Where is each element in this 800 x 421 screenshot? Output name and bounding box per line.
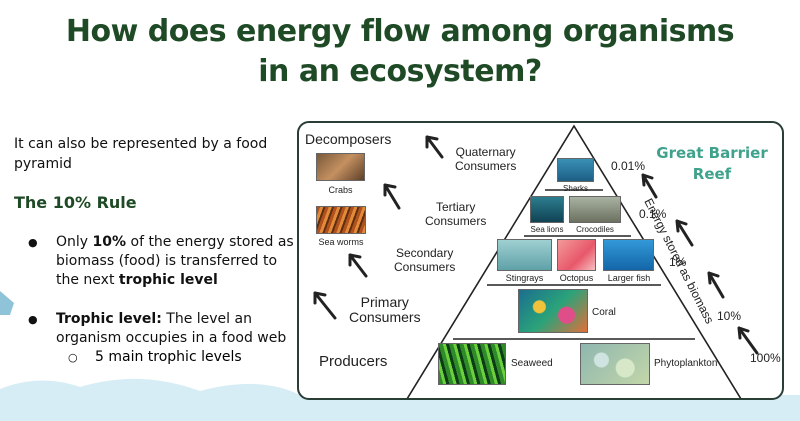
primary-consumers-label: Primary Consumers	[349, 294, 421, 325]
arrow-right-4	[641, 173, 658, 199]
crocodiles-caption: Crocodiles	[576, 225, 614, 234]
arrow-left-4	[425, 135, 444, 159]
sea-worms-caption: Sea worms	[318, 237, 364, 247]
arrow-right-2	[707, 271, 725, 299]
quaternary-consumers-label: Quaternary Consumers	[455, 145, 517, 173]
stingrays-caption: Stingrays	[505, 273, 544, 283]
sharks-photo	[557, 158, 594, 182]
arrow-left-2	[348, 253, 368, 278]
flow-arrows-left	[313, 135, 444, 320]
great-barrier-reef-label: Great Barrier Reef	[656, 144, 768, 183]
pct-tertiary: 0.1%	[639, 207, 667, 221]
pct-secondary: 1%	[669, 255, 687, 269]
arrow-left-3	[383, 183, 401, 210]
food-pyramid-panel: Decomposers Crabs Sea worms Quaternary C…	[297, 121, 784, 400]
sea-lions-photo	[530, 196, 564, 223]
sub-bullet-levels: 5 main trophic levels	[28, 348, 298, 367]
bullet-trophic-level: Trophic level: The level an organism occ…	[28, 310, 298, 348]
arrow-right-3	[675, 219, 694, 247]
octopus-caption: Octopus	[559, 273, 594, 283]
seaweed-caption: Seaweed	[511, 358, 553, 369]
page-title: How does energy flow among organisms in …	[0, 12, 800, 92]
rule-heading: The 10% Rule	[14, 193, 137, 212]
sharks-caption: Sharks	[563, 184, 588, 193]
intro-text: It can also be represented by a food pyr…	[14, 136, 268, 172]
title-line-1: How does energy flow among organisms	[65, 14, 735, 49]
sea-worms-photo	[316, 206, 366, 234]
arrow-left-1	[313, 291, 337, 320]
coral-caption: Coral	[592, 307, 616, 318]
bullet-ten-percent: Only 10% of the energy stored as biomass…	[28, 233, 298, 290]
flow-arrows-right	[641, 173, 759, 355]
coral-photo	[518, 289, 588, 333]
crabs-photo	[316, 153, 365, 181]
decomposers-label: Decomposers	[305, 131, 392, 147]
producers-label: Producers	[319, 353, 388, 370]
tertiary-consumers-label: Tertiary Consumers	[425, 200, 487, 228]
crocodiles-photo	[569, 196, 621, 223]
crabs-caption: Crabs	[328, 185, 353, 195]
pyramid-drawing	[313, 124, 759, 398]
title-line-2: in an ecosystem?	[258, 54, 542, 89]
larger-fish-caption: Larger fish	[607, 273, 651, 283]
larger-fish-photo	[603, 239, 654, 271]
pyramid-outline	[406, 124, 742, 398]
sea-lions-caption: Sea lions	[530, 225, 564, 234]
left-mountain-decoration	[0, 291, 14, 315]
pct-quaternary: 0.01%	[611, 159, 646, 173]
pct-primary: 10%	[717, 309, 742, 323]
pct-producers: 100%	[750, 351, 781, 365]
octopus-photo	[557, 239, 596, 271]
stingrays-photo	[497, 239, 552, 271]
phytoplankton-caption: Phytoplankton	[654, 358, 718, 369]
arrow-right-1	[737, 326, 759, 355]
seaweed-photo	[438, 343, 506, 385]
secondary-consumers-label: Secondary Consumers	[394, 246, 456, 274]
bullet-list: Only 10% of the energy stored as biomass…	[28, 233, 298, 367]
phytoplankton-photo	[580, 343, 650, 385]
